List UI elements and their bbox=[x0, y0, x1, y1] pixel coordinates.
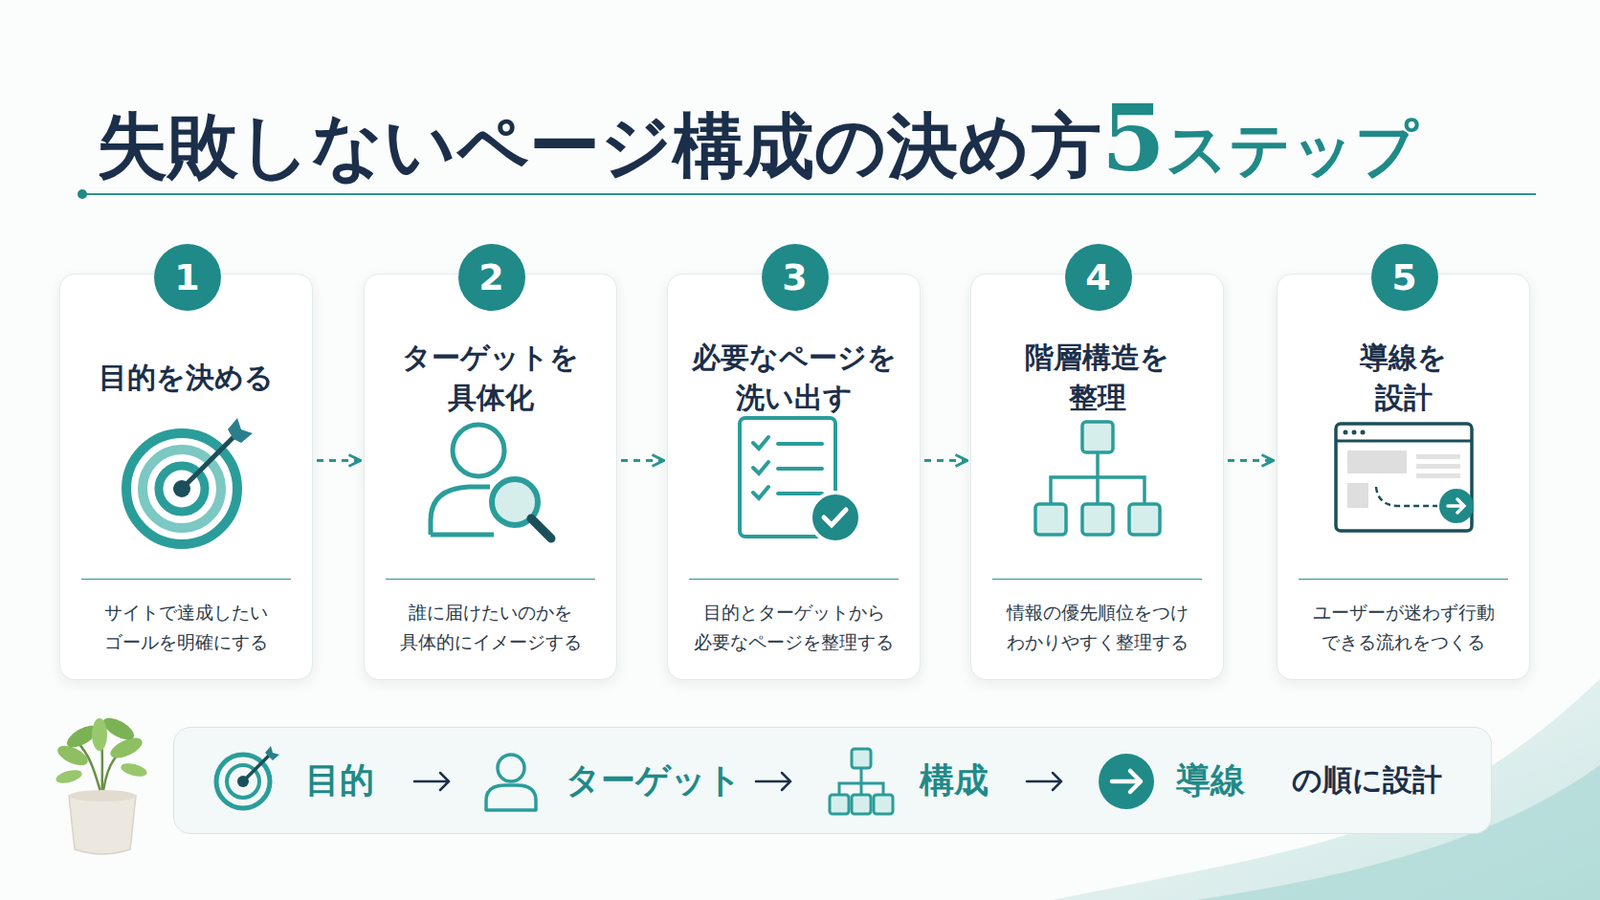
step-number: 3 bbox=[781, 259, 807, 296]
arrow-circle-icon bbox=[1098, 754, 1155, 810]
step-description: サイトで達成したい ゴールを明確にする bbox=[104, 598, 268, 659]
step-description: 目的とターゲットから 必要なページを整理する bbox=[693, 598, 894, 659]
step-number: 1 bbox=[174, 259, 200, 296]
step-description: 情報の優先順位をつけ わかりやすく整理する bbox=[1006, 598, 1189, 659]
step-number-badge: 4 bbox=[1065, 244, 1133, 312]
step-icon bbox=[1025, 410, 1170, 555]
wave-decoration bbox=[1052, 679, 1600, 900]
step-number-badge: 1 bbox=[154, 244, 222, 312]
flow-keyword: 導線 bbox=[1176, 757, 1245, 805]
step-number: 2 bbox=[478, 259, 504, 296]
step-icon bbox=[722, 410, 867, 555]
step-card: 2ターゲットを 具体化誰に届けたいのかを 具体的にイメージする bbox=[363, 273, 618, 681]
step-description: ユーザーが迷わず行動 できる流れをつくる bbox=[1312, 598, 1495, 659]
flow-keyword: 目的 bbox=[305, 757, 375, 805]
flow-arrow bbox=[414, 773, 449, 791]
step-heading: 必要なページを 洗い出す bbox=[691, 337, 897, 419]
step-icon bbox=[419, 410, 563, 555]
plant-illustration bbox=[54, 713, 149, 855]
step-heading: 目的を決める bbox=[98, 357, 274, 399]
flow-arrow bbox=[1026, 773, 1062, 791]
flow-keyword: ターゲット bbox=[565, 757, 742, 805]
divider-line bbox=[1298, 578, 1509, 580]
divider-line bbox=[688, 578, 899, 580]
step-number-badge: 3 bbox=[761, 244, 829, 312]
step-connector bbox=[316, 459, 359, 463]
flow-arrow bbox=[755, 773, 791, 791]
divider-line bbox=[385, 578, 596, 580]
step-heading: 階層構造を 整理 bbox=[1024, 337, 1170, 419]
title-rule bbox=[81, 193, 1536, 196]
step-number-badge: 5 bbox=[1371, 244, 1439, 312]
step-card: 5導線を 設計ユーザーが迷わず行動 できる流れをつくる bbox=[1276, 273, 1531, 681]
step-card: 3必要なページを 洗い出す目的とターゲットから 必要なページを整理する bbox=[666, 273, 921, 681]
summary-bar: 目的 ターゲット 構成 導線 の順に設計 bbox=[173, 727, 1492, 835]
step-connector bbox=[1227, 459, 1272, 463]
step-heading: ターゲットを 具体化 bbox=[401, 337, 579, 419]
step-icon bbox=[1332, 410, 1476, 555]
step-card: 4階層構造を 整理情報の優先順位をつけ わかりやすく整理する bbox=[970, 273, 1224, 681]
title-rule-dot bbox=[77, 189, 88, 200]
step-connector bbox=[621, 459, 663, 463]
step-number: 5 bbox=[1391, 259, 1417, 296]
diagram-title: 失敗しないページ構成の決め方5ステップ bbox=[96, 84, 1419, 196]
flow-caption: の順に設計 bbox=[1291, 760, 1443, 801]
step-icon bbox=[114, 410, 259, 555]
person-icon bbox=[486, 755, 536, 811]
step-description: 誰に届けたいのかを 具体的にイメージする bbox=[400, 598, 582, 659]
hierarchy-icon bbox=[829, 749, 893, 815]
step-heading: 導線を 設計 bbox=[1359, 337, 1447, 419]
step-number-badge: 2 bbox=[458, 244, 526, 312]
target-icon bbox=[216, 746, 280, 809]
step-connector bbox=[924, 459, 966, 463]
divider-line bbox=[81, 578, 291, 580]
flow-keyword: 構成 bbox=[919, 757, 989, 805]
divider-line bbox=[992, 578, 1202, 580]
step-number: 4 bbox=[1085, 259, 1111, 296]
step-card: 1目的を決めるサイトで達成したい ゴールを明確にする bbox=[59, 273, 313, 681]
